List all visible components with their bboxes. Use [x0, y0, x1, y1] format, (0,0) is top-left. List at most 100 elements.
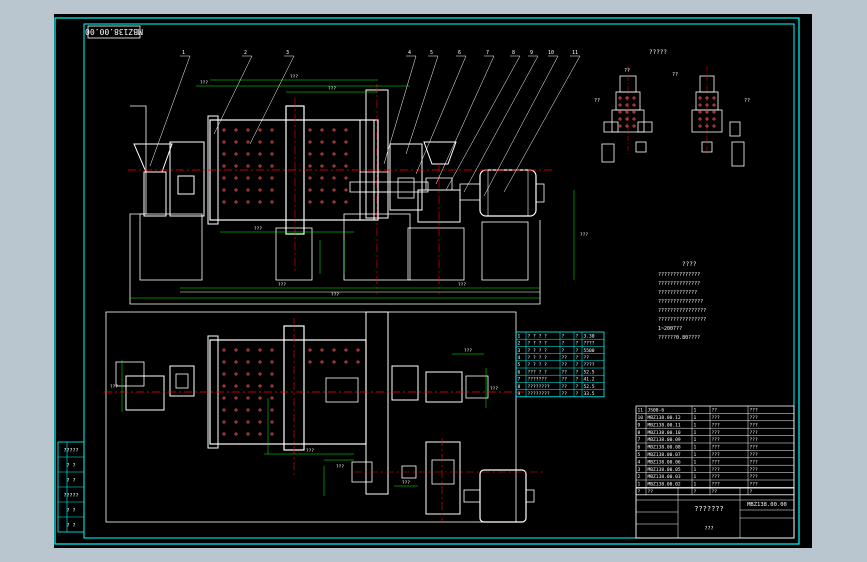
parts-list-cell: JS08-6: [648, 408, 665, 414]
hatch-mark: [332, 200, 336, 204]
hatch-mark: [258, 420, 262, 424]
drawing-title: ???????: [694, 505, 724, 513]
parts-list-cell: ???: [750, 408, 759, 414]
parts-list-cell: 1: [694, 422, 697, 428]
svg-text:???: ???: [402, 480, 410, 486]
spec-table-cell: ??: [562, 391, 568, 397]
hatch-mark: [246, 176, 250, 180]
hatch-mark: [258, 396, 262, 400]
specification-table[interactable]: 1? ? ? ???3.302? ? ? ???????3? ? ? ???55…: [515, 331, 605, 398]
spec-table-cell: ????: [584, 362, 595, 368]
spec-table-cell: ? ? ? ?: [528, 341, 548, 347]
spec-table-cell: 1: [518, 333, 521, 339]
hatch-mark: [246, 408, 250, 412]
hatch-mark: [308, 360, 312, 364]
hatch-mark: [332, 128, 336, 132]
hatch-mark: [308, 188, 312, 192]
spec-table-cell: ? ? ? ?: [528, 348, 548, 354]
hatch-mark: [320, 140, 324, 144]
hatch-mark: [234, 432, 238, 436]
parts-list-cell: MBZ138.00.11: [648, 422, 681, 428]
svg-text:10: 10: [548, 50, 554, 56]
hatch-mark: [320, 164, 324, 168]
svg-text:???: ???: [110, 384, 118, 390]
svg-text:11: 11: [572, 50, 578, 56]
hatch-mark: [234, 348, 238, 352]
parts-list-cell: 1: [694, 415, 697, 421]
parts-list-cell: 1: [694, 445, 697, 451]
hatch-mark: [698, 117, 702, 121]
hatch-mark: [246, 164, 250, 168]
plan-foundation-outline: [105, 311, 517, 523]
parts-list-cell: ???: [750, 430, 759, 436]
hatch-mark: [308, 176, 312, 180]
spec-table-cell: ?: [576, 341, 579, 347]
hatch-mark: [258, 188, 262, 192]
svg-text:8: 8: [512, 50, 515, 56]
hatch-mark: [270, 372, 274, 376]
hatch-mark: [234, 200, 238, 204]
spec-table-cell: ???????: [528, 377, 548, 383]
hatch-mark: [308, 152, 312, 156]
hatch-mark: [222, 140, 226, 144]
hatch-mark: [625, 124, 629, 128]
front-dimensions: [130, 79, 575, 299]
svg-text:7: 7: [486, 50, 489, 56]
parts-list-cell: MBZ138.00.05: [648, 467, 681, 473]
parts-list-cell: ?: [638, 489, 641, 495]
motor-front[interactable]: [479, 169, 537, 217]
plan-motor[interactable]: [479, 469, 527, 523]
plan-gear-guard: [365, 311, 389, 495]
svg-text:??????????????: ??????????????: [658, 272, 700, 278]
hatch-mark: [222, 408, 226, 412]
parts-list-cell: MBZ138.00.03: [648, 474, 681, 480]
parts-list-cell: ???: [712, 422, 721, 428]
hatch-mark: [246, 140, 250, 144]
hatch-mark: [222, 396, 226, 400]
svg-text:???: ???: [328, 86, 336, 92]
hatch-mark: [258, 164, 262, 168]
spec-table-cell: 8: [518, 384, 521, 390]
plan-reducer[interactable]: [425, 441, 461, 515]
svg-text:???????????????: ???????????????: [658, 299, 703, 305]
hatch-mark: [320, 200, 324, 204]
parts-list-cell: 1: [694, 467, 697, 473]
hatch-mark: [618, 96, 622, 100]
hatch-mark: [234, 152, 238, 156]
hatch-mark: [258, 140, 262, 144]
hatch-mark: [698, 110, 702, 114]
title-block[interactable]: ??????? MBZ138.00.00 ???: [635, 487, 795, 539]
hatch-mark: [222, 200, 226, 204]
parts-list-cell: 1: [694, 452, 697, 458]
hatch-mark: [332, 188, 336, 192]
bearing-section-detail[interactable]: ????? ?? ?? ?? ??: [594, 49, 750, 167]
plan-feed-hopper: [115, 361, 145, 387]
svg-text:?????: ?????: [63, 493, 78, 499]
hatch-mark: [356, 348, 360, 352]
hatch-mark: [234, 140, 238, 144]
cad-model-space[interactable]: MBZ138.00.00 ????? ? ? ? ? ????? ? ? ? ?: [54, 14, 812, 548]
hatch-mark: [234, 384, 238, 388]
front-elevation-view[interactable]: ??? ??? ??? ??? ??? ??? ??? ??? 1 2 3: [128, 50, 588, 305]
hatch-mark: [705, 96, 709, 100]
hatch-mark: [222, 372, 226, 376]
feed-bearing-seat: [143, 171, 167, 217]
hatch-mark: [234, 176, 238, 180]
svg-text:??: ??: [744, 98, 750, 104]
hatch-mark: [270, 200, 274, 204]
spec-table-cell: ? ? ? ?: [528, 355, 548, 361]
cad-drawing-canvas[interactable]: MBZ138.00.00 ????? ? ? ? ? ????? ? ? ? ?: [54, 14, 812, 548]
hatch-mark: [320, 176, 324, 180]
hatch-mark: [344, 152, 348, 156]
parts-list-cell: 1: [694, 437, 697, 443]
discharge-housing: [389, 143, 423, 211]
svg-text:1~2007??: 1~2007??: [658, 326, 682, 332]
hatch-mark: [632, 117, 636, 121]
hatch-mark: [632, 96, 636, 100]
parts-list-cell: 9: [638, 422, 641, 428]
hatch-mark: [222, 432, 226, 436]
hatch-mark: [698, 124, 702, 128]
hatch-mark: [308, 200, 312, 204]
plan-view[interactable]: ??? ??? ??? ??? ??? ???: [104, 311, 544, 523]
